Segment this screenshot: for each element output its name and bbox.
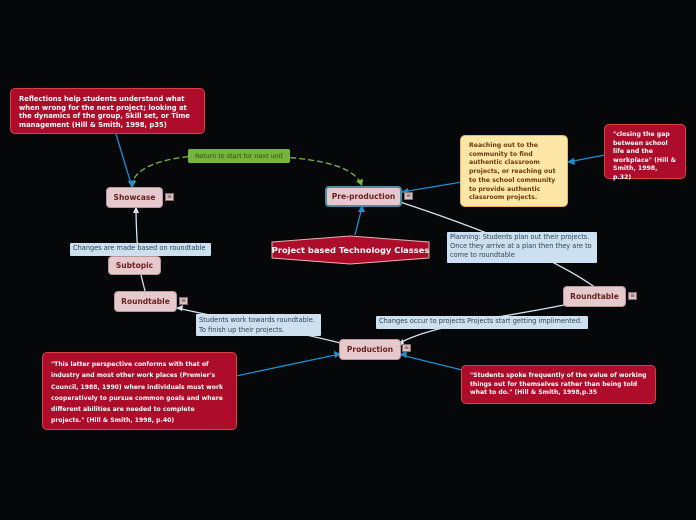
- label-return-text: Return to start for next unit: [195, 152, 283, 160]
- central-topic-label: Project based Technology Classes: [271, 245, 430, 255]
- note-icon[interactable]: ≡: [628, 292, 637, 300]
- students-spoke-connector: [400, 354, 463, 371]
- node-preproduction-label: Pre-production: [331, 192, 396, 201]
- node-roundtable-left-label: Roundtable: [121, 297, 170, 306]
- node-showcase-label: Showcase: [113, 193, 156, 202]
- note-icon[interactable]: ≡: [402, 344, 411, 352]
- note-latter-perspective-text: "This latter perspective conforms with t…: [51, 361, 223, 425]
- node-production[interactable]: Production: [339, 339, 401, 360]
- note-reaching-out-text: Reaching out to the community to find au…: [469, 142, 556, 202]
- roundtable-subtopic-connector: [140, 274, 146, 292]
- label-changes-occur[interactable]: Changes occur to projects Projects start…: [376, 316, 588, 329]
- node-subtopic[interactable]: Subtopic: [108, 256, 161, 275]
- latter-perspective-connector: [235, 353, 341, 377]
- central-topic[interactable]: Project based Technology Classes: [271, 235, 430, 265]
- reflections-connector: [115, 133, 133, 188]
- node-showcase[interactable]: Showcase: [106, 187, 163, 208]
- note-students-spoke[interactable]: "Students spoke frequently of the value …: [461, 365, 656, 404]
- note-reflections-text: Reflections help students understand wha…: [19, 95, 190, 129]
- return-arrow-head: [356, 179, 363, 186]
- label-work-towards-text: Students work towards roundtable. To fin…: [199, 316, 315, 334]
- node-roundtable-right-label: Roundtable: [570, 292, 619, 301]
- label-changes-roundtable[interactable]: Changes are made based on roundtable: [70, 243, 211, 256]
- label-changes-roundtable-text: Changes are made based on roundtable: [73, 244, 206, 252]
- reaching-out-connector: [401, 181, 463, 193]
- note-closing-gap-text: "closing the gap between school life and…: [613, 131, 677, 181]
- note-reflections[interactable]: Reflections help students understand wha…: [10, 88, 205, 134]
- node-production-label: Production: [346, 345, 394, 354]
- label-work-towards[interactable]: Students work towards roundtable. To fin…: [196, 314, 321, 336]
- note-icon[interactable]: ≡: [165, 193, 174, 201]
- note-latter-perspective[interactable]: "This latter perspective conforms with t…: [42, 352, 237, 430]
- central-topic-shape: [271, 235, 430, 265]
- note-icon[interactable]: ≡: [404, 192, 413, 200]
- note-closing-gap[interactable]: "closing the gap between school life and…: [604, 124, 686, 181]
- note-reaching-out[interactable]: Reaching out to the community to find au…: [460, 135, 568, 207]
- node-roundtable-left[interactable]: Roundtable: [114, 291, 177, 312]
- label-planning-text: Planning: Students plan out their projec…: [450, 233, 592, 259]
- note-students-spoke-text: "Students spoke frequently of the value …: [470, 372, 647, 397]
- label-planning[interactable]: Planning: Students plan out their projec…: [447, 232, 597, 263]
- node-preproduction[interactable]: Pre-production: [325, 186, 402, 207]
- note-icon[interactable]: ≡: [179, 297, 188, 305]
- node-subtopic-label: Subtopic: [115, 261, 154, 270]
- node-roundtable-right[interactable]: Roundtable: [563, 286, 626, 307]
- label-changes-occur-text: Changes occur to projects Projects start…: [379, 317, 583, 325]
- label-return[interactable]: Return to start for next unit: [188, 149, 290, 163]
